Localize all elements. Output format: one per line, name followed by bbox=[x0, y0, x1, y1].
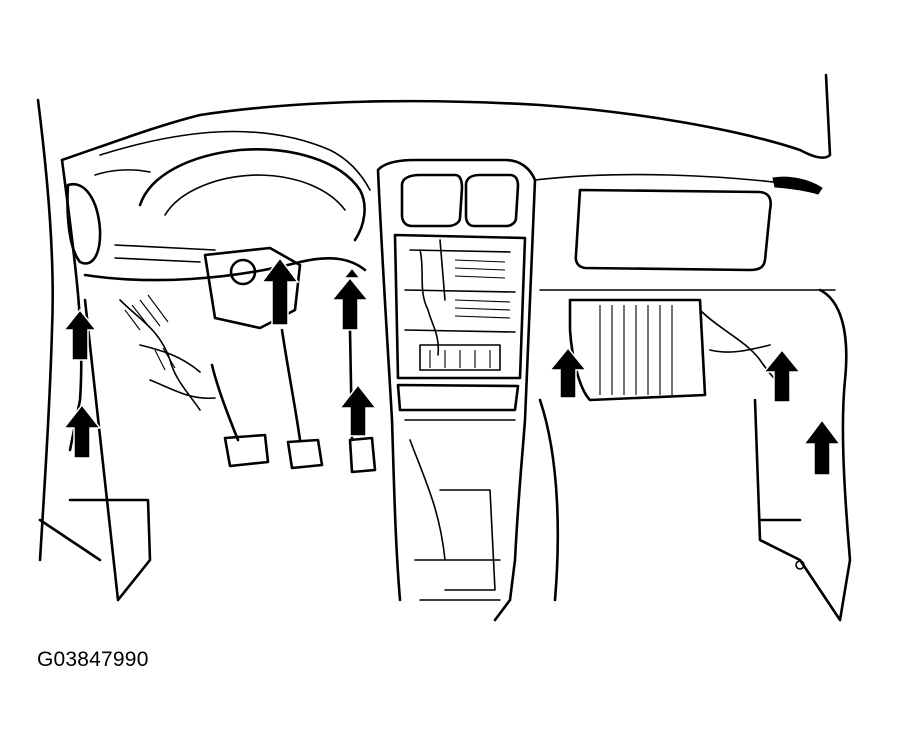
right-housing-hatch bbox=[599, 305, 673, 395]
glovebox-opening bbox=[574, 188, 772, 272]
center-stack-outline bbox=[376, 158, 537, 622]
console-tunnel bbox=[404, 419, 516, 601]
figure-id-label: G03847990 bbox=[37, 648, 149, 671]
brake-pedal-arm bbox=[210, 363, 240, 442]
cluster-hood bbox=[138, 148, 366, 242]
accelerator-pedal-arm bbox=[280, 328, 302, 442]
left-kick-panel bbox=[38, 158, 152, 602]
left-door-edge bbox=[36, 98, 54, 562]
steering-column-hub bbox=[229, 258, 257, 286]
dash-inner-edge bbox=[99, 130, 371, 191]
arrow-up-icon bbox=[62, 308, 98, 361]
passenger-floor-edge bbox=[538, 398, 560, 602]
clutch-pedal bbox=[348, 436, 377, 474]
left-vent bbox=[66, 182, 102, 265]
arrow-up-icon bbox=[802, 418, 842, 476]
left-vent-slot bbox=[94, 169, 151, 176]
radio-hatch bbox=[429, 259, 511, 368]
right-panel-fastener bbox=[795, 560, 805, 570]
arrow-up-icon bbox=[762, 348, 802, 403]
arrow-up-icon bbox=[260, 256, 300, 326]
radio-internals bbox=[404, 239, 516, 371]
steering-column-shroud bbox=[203, 246, 302, 330]
arrow-up-icon bbox=[62, 403, 102, 459]
dash-top-edge bbox=[60, 73, 832, 162]
right-vent bbox=[772, 176, 823, 195]
climate-panel bbox=[396, 383, 520, 412]
arrow-up-icon bbox=[338, 383, 378, 437]
right-kick-panel bbox=[753, 288, 852, 622]
center-harness bbox=[419, 249, 440, 356]
left-dash-trim bbox=[114, 244, 216, 263]
cluster-inner bbox=[164, 174, 346, 216]
right-dash-surface bbox=[534, 173, 836, 291]
radio-opening bbox=[393, 233, 527, 380]
arrow-up-icon bbox=[548, 346, 588, 399]
accelerator-pedal bbox=[286, 438, 324, 470]
brake-pedal bbox=[223, 433, 270, 468]
arrow-up-icon bbox=[342, 266, 362, 279]
upper-vents bbox=[400, 173, 520, 228]
right-lower-housing bbox=[568, 298, 707, 402]
arrow-up-icon bbox=[330, 276, 370, 331]
left-lower-dash bbox=[83, 256, 367, 282]
wiring-hatch-left bbox=[124, 294, 176, 371]
